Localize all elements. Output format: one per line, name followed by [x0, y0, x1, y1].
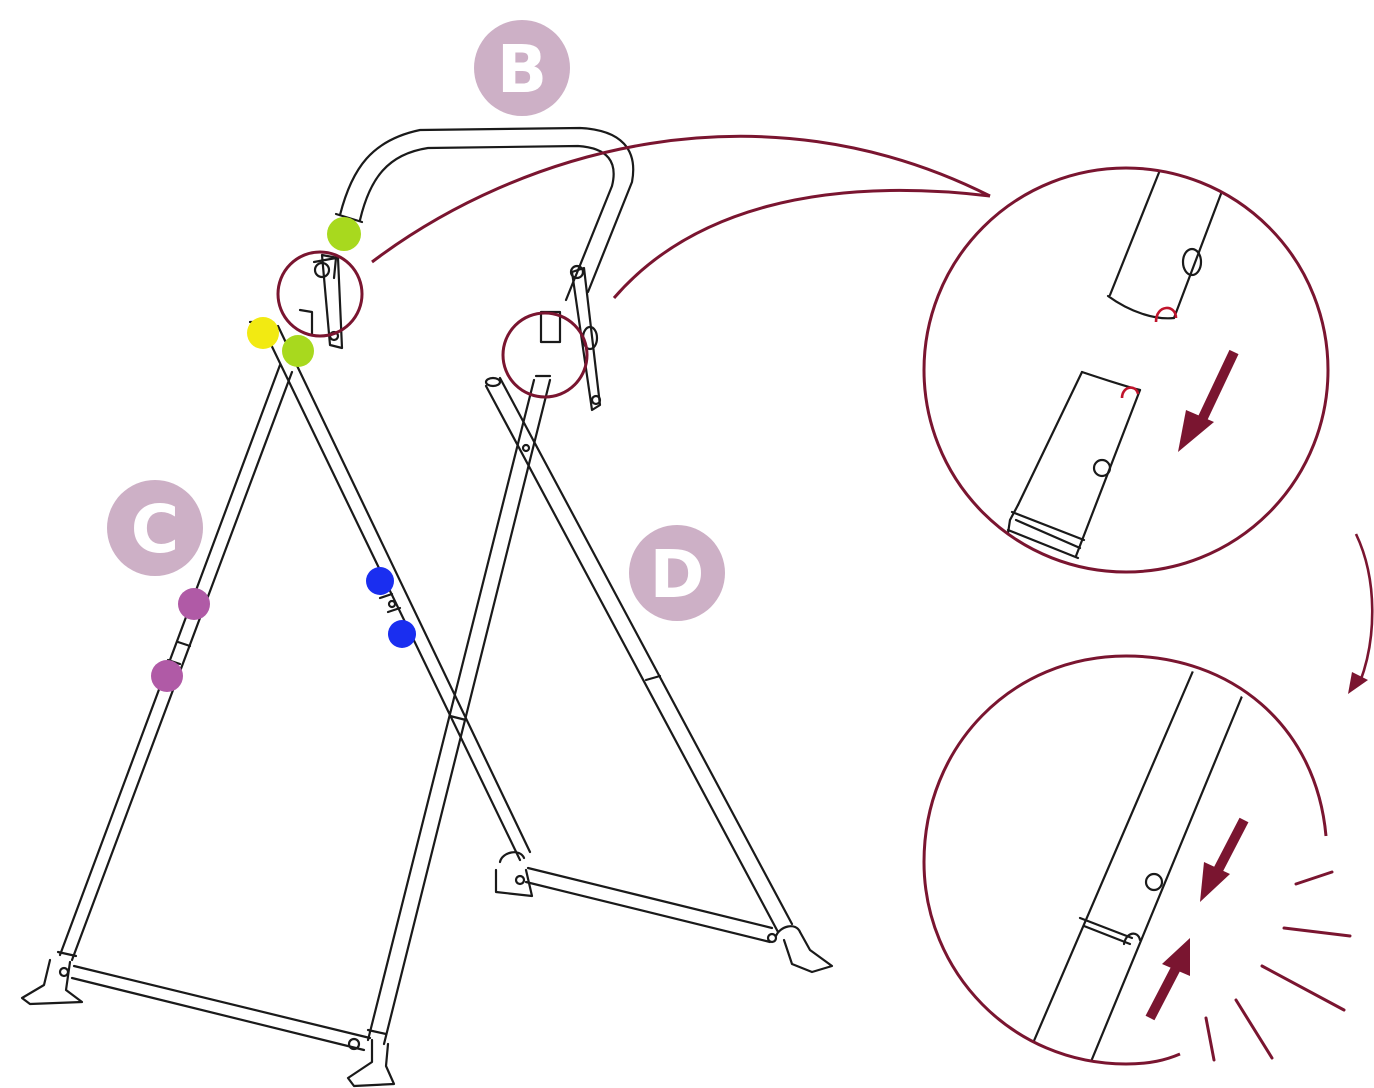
right-bottom-crossbar — [524, 866, 774, 944]
callout-line-lower — [612, 188, 991, 299]
dot-yellow — [247, 317, 279, 349]
notch-top — [1154, 306, 1178, 323]
detail-circle-1 — [922, 166, 1330, 574]
dot-blue-upper — [366, 567, 394, 595]
notch-bottom — [1120, 386, 1140, 399]
arrow-up-right-icon — [1145, 938, 1190, 1021]
label-b-text: B — [497, 31, 547, 108]
label-c: C — [107, 480, 203, 576]
dot-purple-lower — [151, 660, 183, 692]
detail-circle-2 — [922, 654, 1328, 1066]
click-burst-icon — [1204, 870, 1352, 1062]
leg-c-front — [20, 320, 294, 1006]
left-bottom-crossbar — [70, 964, 372, 1052]
curved-arrow-icon — [1348, 533, 1374, 694]
leg-d-front — [346, 374, 552, 1088]
callout-line-upper — [371, 134, 991, 264]
arrow-down-left-icon-2 — [1200, 817, 1249, 902]
dot-purple-upper — [178, 588, 210, 620]
dot-blue-lower — [388, 620, 416, 648]
label-c-text: C — [131, 491, 179, 568]
dot-green-bottom — [282, 335, 314, 367]
label-d: D — [629, 525, 725, 621]
label-b: B — [474, 20, 570, 116]
arrow-down-left-icon — [1178, 349, 1239, 452]
callout-circle-left — [276, 250, 364, 338]
label-d-text: D — [650, 536, 705, 613]
callout-markers — [276, 134, 991, 399]
frame-drawing — [20, 126, 834, 1088]
detail-view-separated — [922, 166, 1330, 574]
callout-circle-right — [501, 311, 589, 399]
leg-d-back — [484, 376, 834, 974]
dot-green-top — [327, 217, 361, 251]
top-arch-tube — [334, 126, 635, 302]
color-dots — [151, 217, 416, 692]
detail-view-connected — [922, 654, 1352, 1066]
